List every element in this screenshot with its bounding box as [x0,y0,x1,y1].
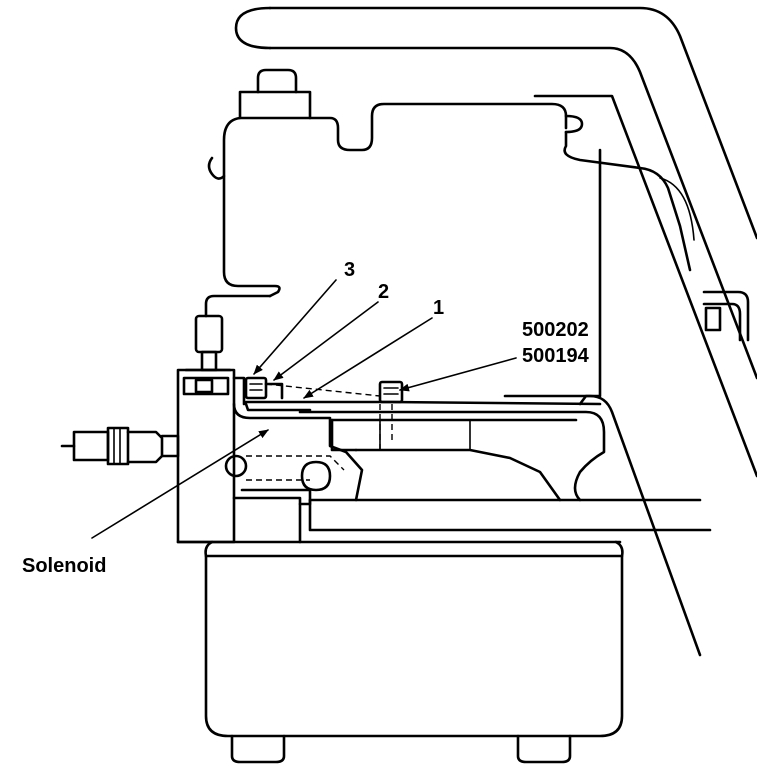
label-item-2: 2 [378,281,389,303]
base-plate [176,498,712,544]
motor-housing [207,68,695,406]
feet [230,734,572,764]
fuel-line [184,294,272,372]
side-fitting [702,290,750,342]
bolt [378,380,404,404]
callout-parts [244,376,602,450]
leader-part-number [399,357,517,392]
leader-solenoid [91,429,269,539]
label-solenoid: Solenoid [22,555,106,577]
label-item-1: 1 [433,297,444,319]
leader-lines [91,279,517,539]
label-part-number-a: 500202 [522,319,589,341]
carburetor-block [176,368,364,544]
leader-item-1 [303,317,433,399]
spark-plug [60,426,180,466]
label-part-number-b: 500194 [522,345,590,367]
leader-item-2 [273,301,379,381]
crankcase [204,540,624,738]
item-3-nut [244,376,268,400]
label-item-3: 3 [344,259,355,281]
leader-item-3 [253,279,337,375]
item-1-plate [244,400,602,406]
flywheel-housing [298,410,606,502]
